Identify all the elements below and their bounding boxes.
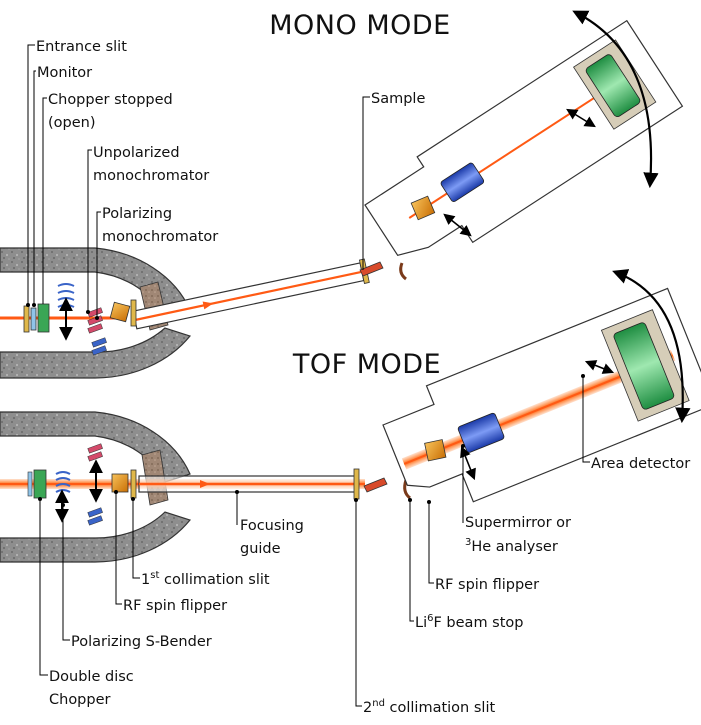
mono-leader-lines <box>27 44 370 318</box>
tof-detector-arrow <box>584 360 615 374</box>
tof-leader-lines <box>39 376 590 707</box>
mono-detector-arm <box>364 19 684 257</box>
label-collimation-1-sup: st <box>150 570 159 581</box>
mono-entrance-slit <box>23 305 30 333</box>
label-polarizing-sbender: Polarizing S-Bender <box>71 634 212 650</box>
mono-slit-1 <box>130 299 137 327</box>
label-supermirror: Supermirror or <box>465 515 571 531</box>
label-area-detector: Area detector <box>591 456 690 472</box>
mono-sample <box>359 261 384 277</box>
label-collimation-2-num: 2 <box>363 700 372 716</box>
tof-leader-dots <box>38 374 585 507</box>
label-focusing-guide: guide <box>240 541 281 557</box>
label-he-analyser-sup: 3 <box>465 537 471 548</box>
label-rf-spin-flipper-guide: RF spin flipper <box>123 598 227 614</box>
label-unpolarized: Unpolarized <box>93 145 180 161</box>
tof-mode-title: TOF MODE <box>292 349 441 380</box>
label-unpolarized-mono: monochromator <box>93 168 209 184</box>
tof-slit-2 <box>353 468 360 500</box>
label-collimation-1-num: 1 <box>141 572 150 588</box>
tof-double-disc-chopper <box>33 469 47 499</box>
label-entrance-slit: Entrance slit <box>36 39 127 55</box>
label-collimation-2: 2nd collimation slit <box>363 698 495 716</box>
tof-polarizer-stack <box>87 443 103 526</box>
tof-detector-arm <box>382 287 701 503</box>
label-beam-stop-sup: 6 <box>427 613 433 624</box>
label-rf-spin-flipper-analyser: RF spin flipper <box>435 577 539 593</box>
label-focusing: Focusing <box>240 518 304 534</box>
label-collimation-2-text: collimation slit <box>385 700 496 716</box>
mono-monitor <box>30 307 37 331</box>
label-polarizing-mono: monochromator <box>102 229 218 245</box>
mono-mode-title: MONO MODE <box>269 10 450 41</box>
tof-analyser-arrow <box>460 445 476 481</box>
label-double-disc: Double disc <box>49 669 134 685</box>
label-polarizing: Polarizing <box>102 206 172 222</box>
label-chopper-stopped: Chopper stopped <box>48 92 173 108</box>
label-beam-stop-post: F beam stop <box>433 615 523 631</box>
tof-rf-flipper-guide <box>111 473 129 493</box>
mono-rf-flipper <box>109 301 131 323</box>
label-collimation-2-sup: nd <box>372 698 385 709</box>
label-monitor: Monitor <box>37 65 92 81</box>
tof-shielding-lower <box>0 511 192 563</box>
tof-slit-1 <box>130 469 137 499</box>
mono-beam-stop <box>399 262 407 281</box>
label-beam-stop: Li6F beam stop <box>415 613 524 631</box>
label-collimation-1: 1st collimation slit <box>141 570 270 588</box>
tof-sample <box>363 477 388 493</box>
label-sample: Sample <box>371 91 425 107</box>
label-beam-stop-pre: Li <box>415 615 427 631</box>
label-he-analyser: 3He analyser <box>465 537 558 555</box>
tof-rotation-arrow <box>612 269 691 424</box>
mono-rotation-arrow <box>572 10 659 189</box>
mono-chopper <box>37 303 50 333</box>
label-collimation-1-text: collimation slit <box>159 572 270 588</box>
label-chopper-stopped-open: (open) <box>48 115 96 131</box>
mono-analyser-arrow <box>443 213 472 237</box>
label-double-disc-chopper: Chopper <box>49 692 111 708</box>
label-he-analyser-text: He analyser <box>471 539 557 555</box>
tof-shielding <box>0 411 191 483</box>
